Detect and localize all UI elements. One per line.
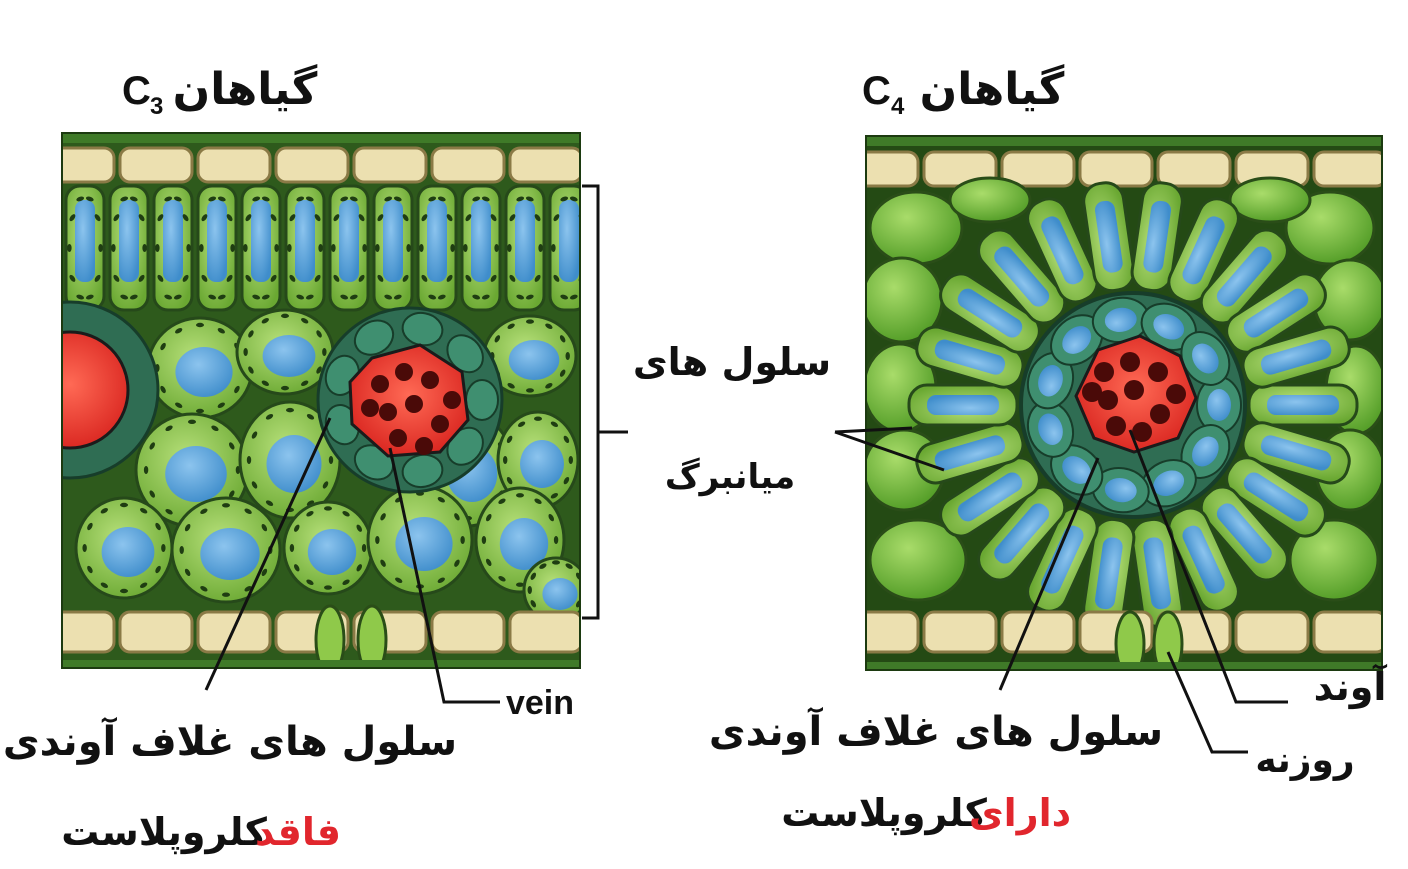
c3-partial-vascular-bundle bbox=[0, 302, 158, 478]
c3-vein-label: vein bbox=[506, 684, 574, 722]
c4-stoma-label: روزنه bbox=[1255, 740, 1354, 781]
c3-chloroplast-qualifier: فاقد bbox=[255, 810, 341, 854]
epidermal-cell bbox=[432, 148, 504, 182]
epidermal-cell bbox=[510, 612, 582, 652]
xylem-vessel bbox=[1166, 384, 1186, 404]
epidermal-cell bbox=[1080, 152, 1152, 186]
c4-title: C 4 گیاهان bbox=[862, 63, 1065, 120]
c4-title-subscript: 4 bbox=[891, 93, 905, 120]
c3-lower-epidermis bbox=[42, 612, 582, 652]
outer-mesophyll-cell bbox=[870, 192, 962, 264]
xylem-vessel bbox=[1120, 352, 1140, 372]
xylem-vessel bbox=[1094, 362, 1114, 382]
xylem-vessel bbox=[1082, 382, 1102, 402]
c3-title-code: C bbox=[122, 69, 151, 113]
epidermal-cell bbox=[276, 148, 348, 182]
c4-upper-epidermis bbox=[846, 152, 1386, 186]
xylem-vessel bbox=[389, 429, 407, 447]
c4-chloroplast-word: کلروپلاست bbox=[781, 791, 987, 836]
mesophyll-label-line1: سلول های bbox=[633, 340, 831, 384]
xylem-vessel bbox=[361, 399, 379, 417]
xylem-vessel bbox=[405, 395, 423, 413]
c3-chloroplast-note: کلروپلاست فاقد bbox=[61, 810, 341, 855]
epidermal-cell bbox=[120, 148, 192, 182]
epidermal-cell bbox=[42, 612, 114, 652]
xylem-vessel bbox=[443, 391, 461, 409]
epidermal-cell bbox=[846, 612, 918, 652]
c3-title: C 3 گیاهان bbox=[122, 63, 318, 120]
epidermal-cell bbox=[432, 612, 504, 652]
c4-title-word: گیاهان bbox=[920, 63, 1065, 115]
epidermal-cell bbox=[1236, 612, 1308, 652]
c4-vessel-label: آوند bbox=[1314, 663, 1388, 710]
xylem-vessel bbox=[395, 363, 413, 381]
xylem-vessel bbox=[421, 371, 439, 389]
epidermal-cell bbox=[510, 148, 582, 182]
outer-mesophyll-cell bbox=[1230, 178, 1310, 222]
c3-upper-epidermis bbox=[42, 148, 582, 182]
epidermal-cell bbox=[1314, 612, 1386, 652]
epidermal-cell bbox=[354, 148, 426, 182]
xylem-vessel bbox=[1124, 380, 1144, 400]
c3-sheath-label: سلول های غلاف آوندی bbox=[3, 716, 457, 765]
mesophyll-bracket bbox=[582, 186, 628, 618]
xylem-vessel bbox=[1150, 404, 1170, 424]
xylem-vessel bbox=[1106, 416, 1126, 436]
c4-title-code: C bbox=[862, 69, 891, 113]
epidermal-cell bbox=[1314, 152, 1386, 186]
c4-chloroplast-qualifier: دارای bbox=[969, 791, 1071, 835]
c3-title-subscript: 3 bbox=[150, 93, 163, 120]
epidermal-cell bbox=[120, 612, 192, 652]
xylem-vessel bbox=[1148, 362, 1168, 382]
epidermal-cell bbox=[198, 148, 270, 182]
c4-leaf-panel bbox=[846, 136, 1386, 676]
c3-vascular-bundle bbox=[318, 308, 502, 492]
xylem-vessel bbox=[371, 375, 389, 393]
bundle-sheath-cell bbox=[466, 380, 498, 420]
outer-mesophyll-cell bbox=[950, 178, 1030, 222]
c3-chloroplast-word: کلروپلاست bbox=[61, 810, 267, 855]
epidermal-cell bbox=[846, 152, 918, 186]
epidermal-cell bbox=[42, 148, 114, 182]
c4-chloroplast-note: کلروپلاست دارای bbox=[781, 791, 1071, 836]
c4-vascular-bundle bbox=[1021, 293, 1245, 517]
epidermal-cell bbox=[1002, 612, 1074, 652]
epidermal-cell bbox=[1158, 152, 1230, 186]
c4-sheath-label: سلول های غلاف آوندی bbox=[709, 706, 1163, 755]
c3-title-word: گیاهان bbox=[173, 63, 318, 115]
xylem-vessel bbox=[431, 415, 449, 433]
epidermal-cell bbox=[924, 612, 996, 652]
xylem-vessel bbox=[415, 437, 433, 455]
c3-leaf-panel bbox=[0, 133, 588, 674]
xylem-vessel bbox=[379, 403, 397, 421]
mesophyll-label-line2: میانبرگ bbox=[665, 456, 795, 497]
